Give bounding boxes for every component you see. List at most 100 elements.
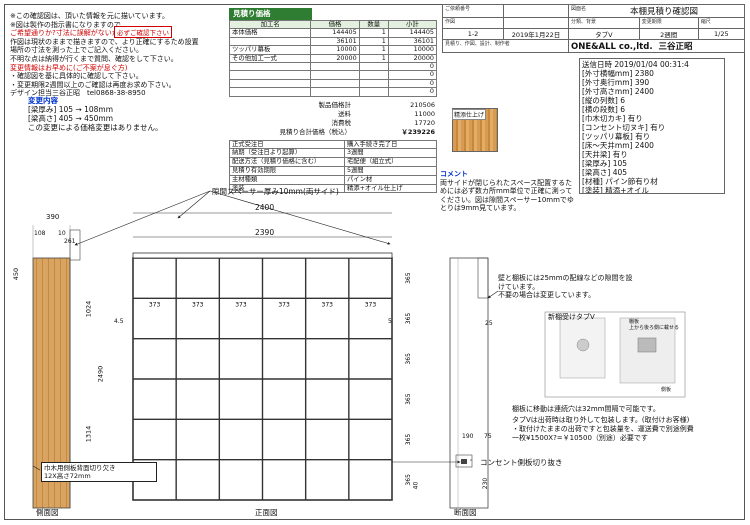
side-view-label: 側面図	[36, 508, 59, 517]
estimate-header: 小計	[387, 19, 438, 30]
spec-line: [ツッパリ幕板] 有り	[582, 132, 651, 141]
estimate-cell	[228, 87, 312, 97]
note-line: 場所の寸法を測った上でご記入ください。	[10, 46, 143, 55]
spec-line: [横の段数] 6	[582, 105, 626, 114]
dim-right-margin: 5	[388, 318, 392, 325]
note-line: デザイン担当三谷正昭 tel0868-38-8950	[10, 89, 146, 98]
title-block: ご依頼番号 図面名 本棚見積り確認図 作図 分類、背景 変更期限 縮尺 1-2 …	[442, 4, 746, 53]
dim-row-label: 365	[405, 353, 412, 365]
dim-bottom: 40	[412, 481, 420, 490]
tax-value: 17720	[414, 118, 435, 127]
confirm-stamp: 必ずご確認下さい	[114, 26, 172, 38]
dim-side-a: 108	[34, 230, 46, 237]
estimate-cell: ツッパリ幕板	[228, 45, 312, 55]
finish-label: 精添仕上げ	[452, 109, 487, 120]
hook-sub: 棚板 上から後ろ側に載せる	[629, 319, 680, 331]
dim-col-label: 373	[149, 301, 161, 308]
company-name: ONE&ALL co.,ltd.	[571, 42, 653, 52]
estimate-cell: 0	[387, 87, 438, 97]
section-panel	[449, 257, 489, 509]
spec-line: [縦の列数] 6	[582, 96, 626, 105]
spec-line: [巾木切カキ] 有り	[582, 114, 643, 123]
hook-icon	[576, 338, 590, 352]
spec-line: [床～天井mm] 2400	[582, 141, 654, 150]
note-line: ※図は製作の指示書になりますので	[10, 20, 121, 29]
change-block: 変更内容 [梁厚み] 105 → 108mm [梁高さ] 405 → 450mm…	[28, 96, 163, 132]
subtotal-value: 210506	[410, 100, 435, 109]
spec-line: [外寸奥行mm] 390	[582, 78, 650, 87]
page-frame	[4, 4, 745, 520]
spec-line: [梁高さ] 405	[582, 168, 628, 177]
hook-illustration	[544, 311, 686, 398]
outlet-cutout	[455, 454, 473, 468]
pitch-note: 棚板に移動は連続穴は32mm間隔で可能です。	[512, 405, 660, 413]
dim-row-label: 365	[405, 313, 412, 325]
dim-col-label: 373	[278, 301, 290, 308]
dim-inner-width: 2390	[255, 228, 275, 237]
note-line: 作図は現状のままで描きますので、より正確にするため設置	[10, 37, 199, 46]
dim-left-margin: 4.5	[114, 318, 124, 325]
note-line: ご希望通りか?寸法に誤解がないか?	[10, 29, 123, 38]
dim-row-label: 365	[405, 272, 412, 284]
note-line: ・確認図を基に具体的に確認して下さい。	[10, 72, 143, 81]
note-line: ・変更期限2週間以上のご確認は再度お求め下さい。	[10, 80, 176, 89]
dim-sec-h: 230	[482, 477, 490, 490]
spec-line: [外寸高さmm] 2400	[582, 87, 654, 96]
tax-label: 消費税	[331, 118, 352, 127]
subtotal-label: 製品価格計	[318, 100, 352, 109]
spec-line: [天井梁] 有り	[582, 150, 628, 159]
top-panel	[132, 252, 393, 259]
confirmation-notes: ※この確認図は、頂いた情報を元に描いています。※図は製作の指示書になりますのでご…	[10, 12, 225, 98]
tabv-note: タブVは出荷時は取り外して包装します。(取付けお客様) ・取付けたままの出荷です…	[512, 416, 694, 442]
front-view: 373 373 373 373 373 373 365 365 365 365 365 365	[132, 212, 412, 501]
change-line: [梁厚み] 105 → 108mm	[28, 105, 114, 114]
dim-side-depth: 390	[46, 213, 60, 221]
dim-top: 450	[12, 267, 21, 281]
hook-label: 新棚受けタブV	[548, 313, 595, 321]
spec-line: [梁厚み] 105	[582, 159, 628, 168]
dim-col-label: 373	[365, 301, 377, 308]
change-line: [梁高さ] 405 → 450mm	[28, 114, 114, 123]
dim-h3: 1314	[84, 425, 93, 443]
dim-side-c: 261	[64, 238, 76, 245]
designer-cell: ONE&ALL co.,ltd. 三谷正昭	[568, 39, 745, 53]
shipping-label: 送料	[338, 109, 351, 118]
outlet-note: コンセント側板切り抜き	[480, 458, 563, 467]
dim-col-label: 373	[322, 301, 334, 308]
spec-box: 送信日時 2019/01/04 00:31:4[外寸横幅mm] 2380[外寸奥…	[579, 58, 725, 194]
dim-sec-c: 25	[485, 320, 493, 327]
total-label: 見積り合計価格（税込）	[279, 127, 352, 136]
dim-h1: 1024	[84, 300, 93, 318]
order-info-row: 塗装精添+オイル仕上げ	[229, 183, 437, 194]
dim-total-width: 2400	[255, 203, 275, 212]
dim-sec-w: 190	[462, 433, 474, 440]
spec-line: [外寸横幅mm] 2380	[582, 69, 654, 78]
beam-notch	[69, 229, 81, 261]
estimate-cell: 144405	[387, 28, 438, 38]
spec-line: [塗装] 精添+オイル	[582, 186, 650, 194]
note-line: 変更情報はお早めに(ご不案が息ぐ方)	[10, 63, 128, 72]
dim-sec-b: 75	[484, 433, 492, 440]
estimate-title: 見積り価格	[229, 8, 312, 20]
change-title: 変更内容	[28, 96, 58, 105]
section-view-label: 断面図	[454, 508, 477, 517]
outlet-icon	[461, 459, 467, 464]
dim-row-label: 365	[405, 434, 412, 446]
dim-row-label: 365	[405, 474, 412, 486]
change-line: この変更による価格変更はありません。	[28, 123, 163, 132]
hook-side-label: 側板	[661, 387, 672, 393]
estimate-row: 0	[228, 87, 438, 97]
dim-col-label: 373	[192, 301, 204, 308]
comment-text: 両サイドが閉じられたスペース配置するためには必ず数カ所mm単位で正確に測ってくだ…	[440, 178, 574, 213]
dim-col-label: 373	[235, 301, 247, 308]
estimate-header: 加工名	[228, 19, 312, 30]
dim-row-label: 365	[405, 393, 412, 405]
spec-line: [コンセント切ヌキ] 有り	[582, 123, 666, 132]
spec-line: [材種] パイン節有り材	[582, 177, 658, 186]
spec-line: 送信日時 2019/01/04 00:31:4	[582, 60, 689, 69]
